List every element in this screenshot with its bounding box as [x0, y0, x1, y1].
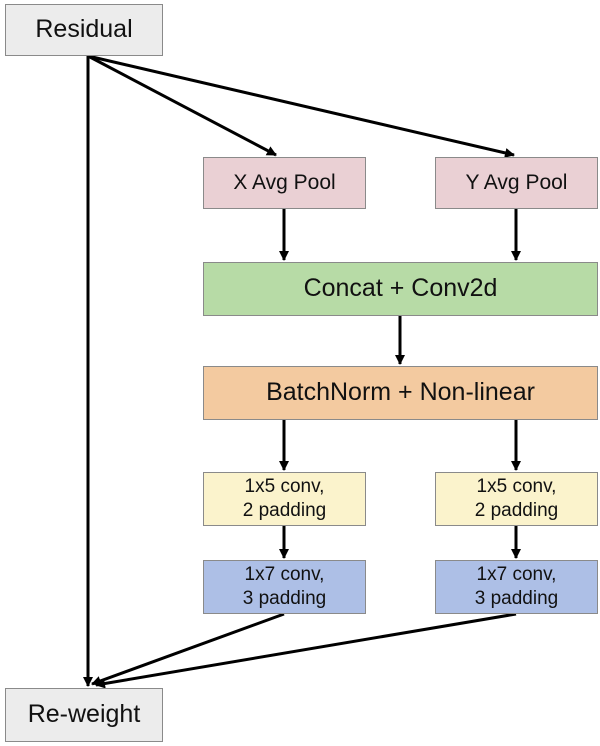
conv-1x5-left-node: 1x5 conv, 2 padding	[203, 472, 366, 526]
edge-conv-1x7-left-to-reweight	[91, 612, 285, 686]
y-avg-pool-node: Y Avg Pool	[435, 157, 598, 209]
conv-1x5-left-label: 1x5 conv, 2 padding	[242, 476, 327, 521]
concat-conv2d-node: Concat + Conv2d	[203, 262, 598, 316]
conv-1x7-right-node: 1x7 conv, 3 padding	[435, 560, 598, 614]
reweight-node: Re-weight	[5, 688, 163, 742]
x-avg-pool-node: X Avg Pool	[203, 157, 366, 209]
conv-1x7-left-label: 1x7 conv, 3 padding	[242, 564, 327, 609]
y-avg-pool-label: Y Avg Pool	[465, 170, 568, 194]
concat-conv2d-label: Concat + Conv2d	[303, 274, 498, 303]
x-avg-pool-label: X Avg Pool	[233, 170, 336, 194]
residual-label: Residual	[35, 15, 133, 44]
edge-residual-to-x-avg-pool	[87, 54, 277, 157]
residual-node: Residual	[5, 4, 163, 56]
reweight-label: Re-weight	[27, 700, 141, 729]
edge-residual-to-y-avg-pool	[87, 54, 515, 158]
conv-1x7-right-label: 1x7 conv, 3 padding	[474, 564, 559, 609]
conv-1x5-right-label: 1x5 conv, 2 padding	[474, 476, 559, 521]
conv-1x7-left-node: 1x7 conv, 3 padding	[203, 560, 366, 614]
batchnorm-nonlinear-node: BatchNorm + Non-linear	[203, 366, 598, 420]
batchnorm-nonlinear-label: BatchNorm + Non-linear	[266, 378, 535, 407]
edge-conv-1x7-right-to-reweight	[95, 612, 517, 689]
conv-1x5-right-node: 1x5 conv, 2 padding	[435, 472, 598, 526]
